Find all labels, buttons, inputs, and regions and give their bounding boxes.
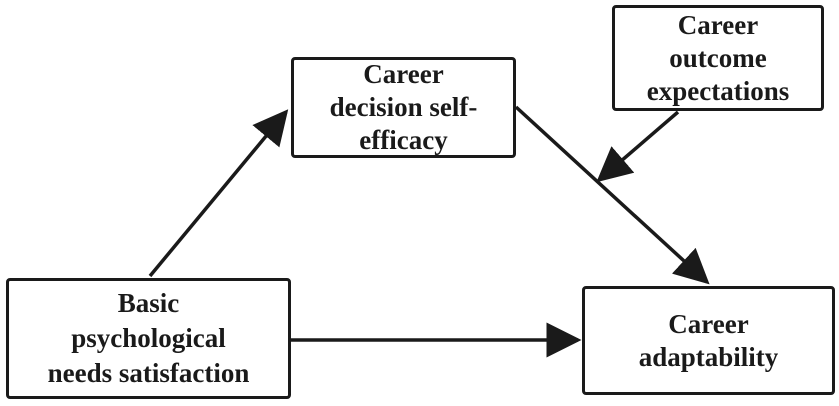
node-label-career-decision-self-efficacy: Career decision self- efficacy bbox=[329, 59, 478, 155]
arrow-self-efficacy-to-adaptability bbox=[514, 105, 710, 285]
node-career-adaptability: Career adaptability bbox=[582, 286, 835, 395]
arrow-needs-to-self-efficacy bbox=[148, 109, 289, 278]
node-label-career-adaptability: Career adaptability bbox=[638, 308, 779, 372]
node-label-career-outcome-expectations: Career outcome expectations bbox=[646, 9, 790, 106]
arrow-outcome-expectations-moderation bbox=[596, 110, 680, 183]
node-label-basic-psychological-needs-satisfaction: Basic psychological needs satisfaction bbox=[47, 288, 250, 388]
node-career-outcome-expectations: Career outcome expectations bbox=[612, 5, 824, 111]
node-career-decision-self-efficacy: Career decision self- efficacy bbox=[291, 57, 516, 158]
node-basic-psychological-needs-satisfaction: Basic psychological needs satisfaction bbox=[6, 278, 291, 399]
